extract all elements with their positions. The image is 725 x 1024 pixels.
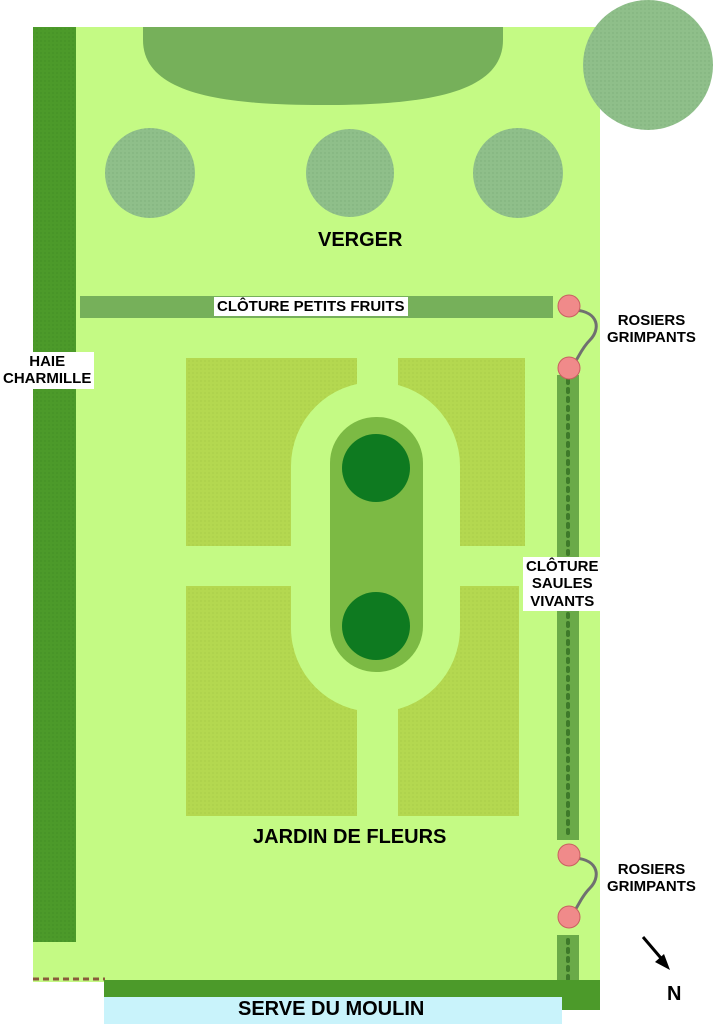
willow-line3: VIVANTS [530, 592, 595, 610]
rose-icon [557, 356, 581, 380]
rose-icon [557, 843, 581, 867]
hedge-bottom [104, 980, 600, 997]
rose-icon [557, 294, 581, 318]
stream-serve [104, 997, 562, 1024]
cross-path-right [455, 546, 528, 586]
roses-top-label: ROSIERS GRIMPANTS [604, 311, 699, 348]
topiary-icon [342, 434, 410, 502]
roses-bottom-line2: GRIMPANTS [607, 878, 696, 896]
north-arrow-icon [641, 936, 670, 970]
berry-fence-label: CLÔTURE PETITS FRUITS [214, 297, 408, 317]
tree-icon [306, 129, 394, 217]
hedge-line1: HAIE [29, 353, 66, 370]
center-path-bottom [357, 690, 398, 820]
center-path-top [357, 355, 398, 395]
tree-icon [473, 128, 563, 218]
tree-icon [583, 0, 713, 130]
willow-line1: CLÔTURE [526, 558, 599, 575]
rose-icon [557, 905, 581, 929]
flower-garden-label: JARDIN DE FLEURS [253, 826, 447, 848]
hedge-charmille [33, 27, 76, 942]
rose-vine [570, 856, 598, 916]
hedge-bottom-right [562, 997, 600, 1010]
topiary-icon [342, 592, 410, 660]
roses-top-line1: ROSIERS [617, 312, 686, 329]
tree-icon [105, 128, 195, 218]
north-label: N [667, 983, 682, 1005]
orchard-grove [143, 27, 503, 105]
orchard-label: VERGER [318, 229, 403, 251]
willow-line2: SAULES [531, 575, 593, 593]
cross-path-left [183, 546, 298, 586]
hedge-label: HAIE CHARMILLE [0, 352, 95, 389]
willow-fence-label: CLÔTURE SAULES VIVANTS [523, 557, 602, 611]
hedge-line2: CHARMILLE [3, 370, 92, 388]
stream-label: SERVE DU MOULIN [238, 998, 425, 1020]
roses-top-line2: GRIMPANTS [607, 329, 696, 347]
roses-bottom-line1: ROSIERS [617, 861, 686, 878]
roses-bottom-label: ROSIERS GRIMPANTS [604, 860, 699, 897]
